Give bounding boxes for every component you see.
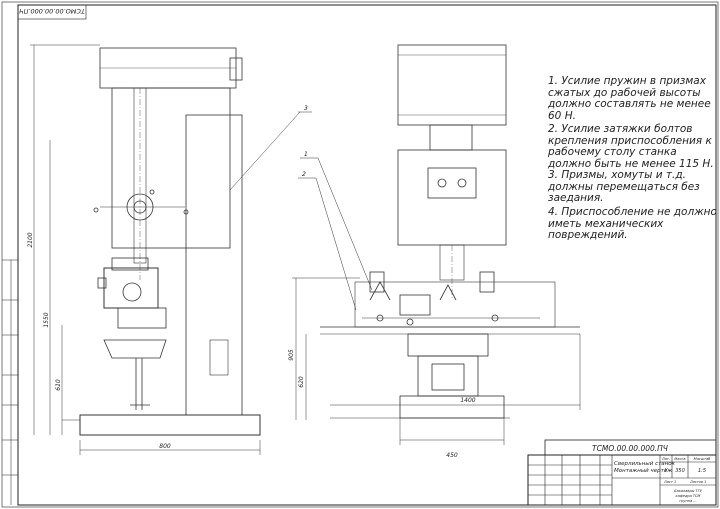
col-lit: Лит. bbox=[661, 457, 670, 461]
title-scale: 1:5 bbox=[698, 468, 706, 474]
tech-note-4: 4. Приспособление не должно иметь механи… bbox=[548, 206, 717, 241]
col-mass: Масса bbox=[674, 457, 685, 461]
tech-note-2: 2. Усилие затяжки болтов крепления присп… bbox=[548, 123, 714, 170]
col-scale: Масштаб bbox=[694, 457, 711, 461]
tech-note-3: 3. Призмы, хомуты и т.д. должны перемеща… bbox=[548, 169, 700, 204]
left-margin-strip bbox=[2, 259, 18, 505]
dim-front-width: 800 bbox=[159, 443, 171, 450]
title-org-line3: группа ... bbox=[679, 499, 696, 503]
dim-right-width: 450 bbox=[446, 452, 458, 459]
callout-label-2: 2 bbox=[302, 171, 306, 178]
dim-total-height: 2100 bbox=[27, 232, 34, 247]
title-org-line1: Бакалавры ТГУ bbox=[674, 489, 702, 493]
front-view-dimensions bbox=[30, 44, 261, 455]
title-sheets: Листов 1 bbox=[689, 480, 706, 484]
front-view bbox=[62, 47, 261, 436]
dim-low-height: 610 bbox=[55, 379, 62, 391]
side-view-dimensions bbox=[292, 277, 581, 445]
callout-label-3: 3 bbox=[304, 105, 308, 112]
title-lit: У bbox=[664, 468, 668, 474]
title-block bbox=[527, 439, 717, 506]
callout-leader-3 bbox=[229, 111, 301, 191]
stamp-code: ТСМО.00.00.000.ПЧ bbox=[19, 7, 85, 15]
title-code: ТСМО.00.00.000.ПЧ bbox=[592, 444, 668, 453]
side-view bbox=[320, 44, 580, 419]
dim-right-low-height: 620 bbox=[298, 376, 305, 388]
title-mass: 350 bbox=[675, 468, 685, 474]
code-box bbox=[17, 4, 87, 20]
dim-table-width: 1400 bbox=[460, 397, 475, 404]
tech-note-1: 1. Усилие пружин в призмах сжатых до раб… bbox=[548, 75, 711, 122]
dim-mid-height: 1550 bbox=[43, 312, 50, 327]
title-org-line2: кафедра ТСМ bbox=[676, 494, 701, 498]
title-sheet: Лист 1 bbox=[663, 480, 676, 484]
title-name-line1: Сверлильный станок bbox=[614, 461, 676, 467]
title-name-line2: Монтажный чертеж bbox=[614, 468, 672, 474]
drawing-frame bbox=[17, 4, 717, 506]
callout-label-1: 1 bbox=[304, 151, 308, 158]
dim-right-height: 905 bbox=[288, 349, 295, 361]
